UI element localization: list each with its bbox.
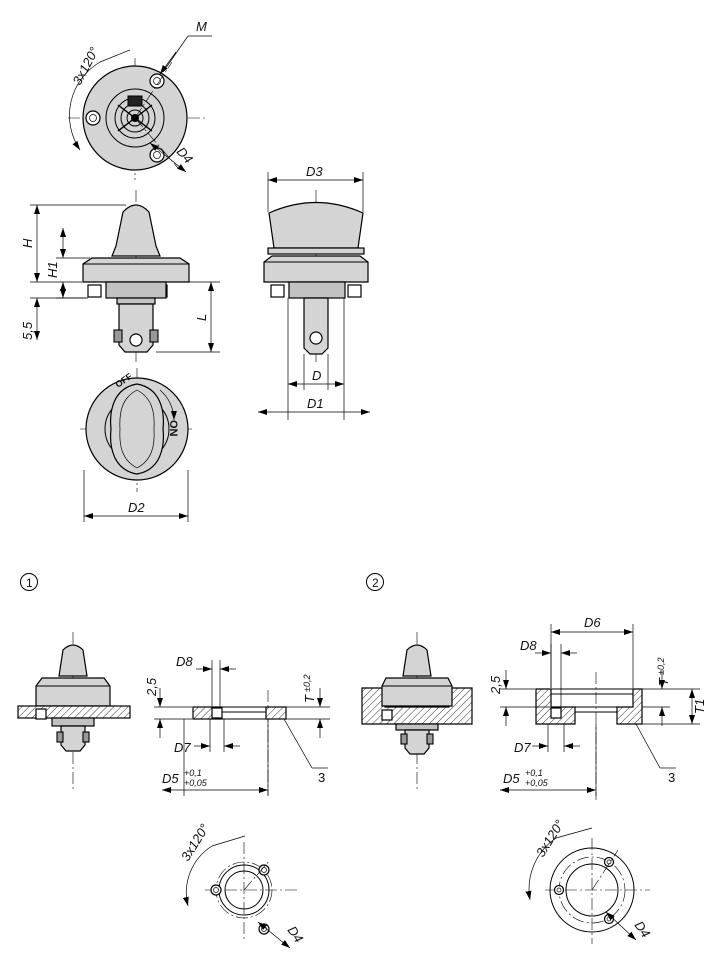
label-on: ON (167, 420, 179, 437)
label-d4-v2: D4 (632, 918, 654, 940)
label-d5-tol-lower-v2: +0,05 (525, 778, 549, 788)
label-t1: T1 (692, 699, 707, 714)
label-m: M (196, 19, 207, 34)
variant-2-bore-pattern (525, 827, 650, 944)
label-5-5: 5,5 (20, 321, 35, 340)
side-view-left (30, 190, 220, 362)
label-d: D (312, 368, 321, 383)
label-d1: D1 (307, 396, 324, 411)
label-t-v1: T (302, 694, 317, 703)
label-d5-v1: D5 (162, 771, 179, 786)
label-t-tol-v1: ±0,2 (302, 675, 312, 692)
variant-2-number: 2 (372, 576, 379, 590)
label-d8-v1: D8 (176, 654, 193, 669)
label-d7-v2: D7 (514, 740, 531, 755)
label-angle-v1: 3x120° (178, 821, 212, 863)
label-2-5-v1: 2,5 (144, 677, 159, 697)
label-d6: D6 (584, 615, 601, 630)
variant-2-circle (366, 573, 384, 591)
variant-1-number: 1 (26, 576, 33, 590)
variant-1-circle (20, 573, 38, 591)
label-3-v1: 3 (318, 770, 325, 785)
variant-2-mounted-view (361, 632, 473, 790)
label-t-v2: T (656, 677, 671, 686)
front-view (80, 368, 195, 522)
variant-1-bore-pattern (182, 835, 298, 949)
label-h: H (20, 238, 35, 248)
variant-1-mounted-view (17, 632, 131, 790)
variant-1-cutout-section (154, 660, 330, 796)
top-plan-view (68, 35, 212, 180)
label-l: L (194, 314, 209, 321)
label-t-tol-v2: ±0,2 (656, 658, 666, 675)
label-d3: D3 (306, 164, 323, 179)
label-h1: H1 (45, 261, 60, 278)
label-angle-v2: 3x120° (533, 817, 567, 859)
label-d7-v1: D7 (174, 740, 191, 755)
label-d5-tol-upper-v1: +0,1 (184, 768, 202, 778)
label-angle-top: 3x120° (69, 44, 101, 87)
label-d5-tol-upper-v2: +0,1 (525, 768, 543, 778)
side-view-right (258, 172, 370, 420)
label-2-5-v2: 2,5 (488, 675, 503, 695)
label-d5-v2: D5 (503, 771, 520, 786)
label-d8-v2: D8 (520, 638, 537, 653)
variant-2-cutout-section (500, 624, 700, 800)
label-d4-v1: D4 (285, 923, 307, 945)
label-d2: D2 (128, 500, 145, 515)
label-d5-tol-lower-v1: +0,05 (184, 778, 208, 788)
label-3-v2: 3 (668, 770, 675, 785)
